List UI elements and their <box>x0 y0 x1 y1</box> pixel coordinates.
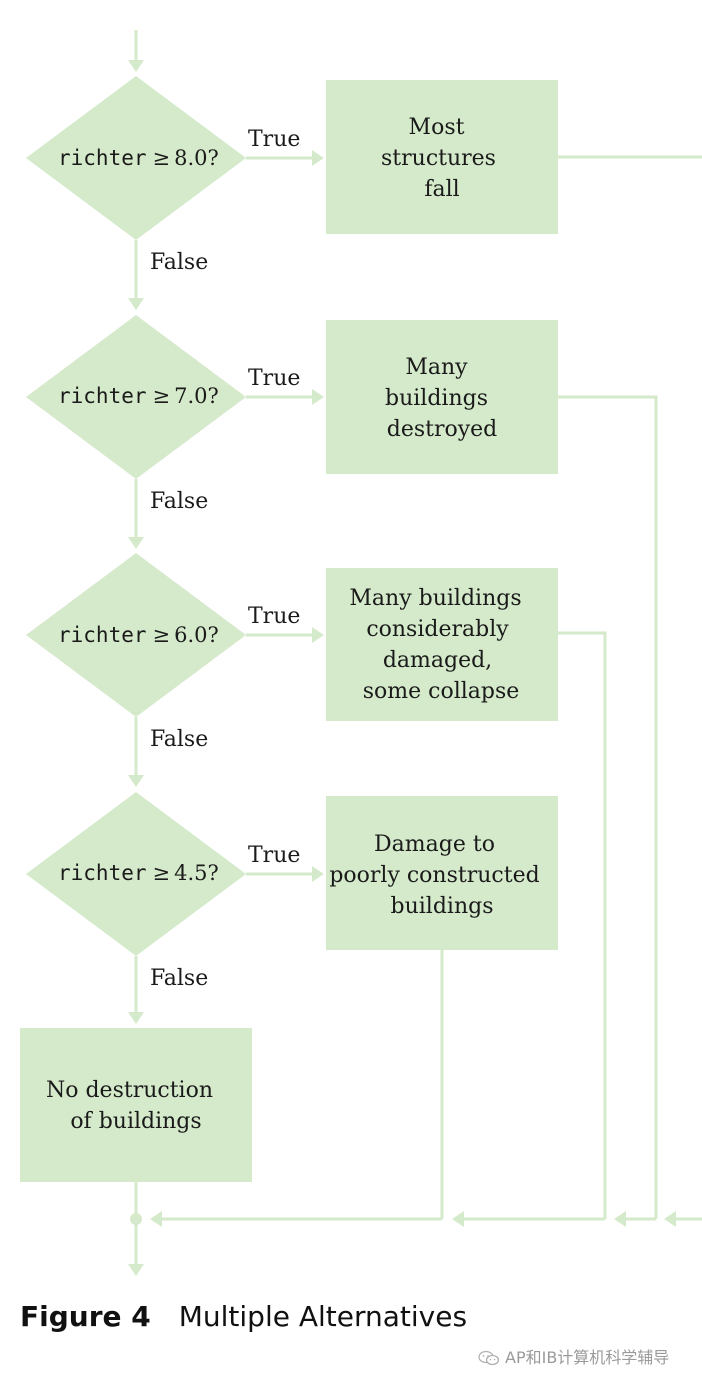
svg-text:Many buildings des: Many buildings destroyed <box>385 355 497 442</box>
true-arrowhead-4 <box>312 866 324 882</box>
decision-node-3: richter≥6.0? <box>26 553 246 717</box>
false-label-3: False <box>150 727 208 752</box>
decision-node-1: richter≥8.0? <box>26 76 246 240</box>
watermark-text: AP和IB计算机科学辅导 <box>505 1348 670 1367</box>
decision-node-2: richter≥7.0? <box>26 315 246 479</box>
false-label-1: False <box>150 250 208 275</box>
false-arrowhead-2 <box>128 537 144 549</box>
false-arrowhead-4 <box>128 1012 144 1024</box>
figure-number: Figure 4 <box>20 1300 151 1333</box>
true-arrowhead-2 <box>312 389 324 405</box>
default-outcome-box: No destruction of buildings <box>20 1028 252 1182</box>
outcome-box-2: Many buildings destroyed <box>326 320 558 474</box>
watermark: AP和IB计算机科学辅导 <box>478 1344 669 1368</box>
svg-text:richter≥8.0?: richter≥8.0? <box>58 146 219 170</box>
merge-point <box>130 1213 142 1225</box>
merge-arrowhead-3 <box>452 1211 464 1227</box>
figure-caption: Figure 4 Multiple Alternatives <box>20 1300 467 1333</box>
merge-arrowhead-1 <box>664 1211 676 1227</box>
true-arrowhead-3 <box>312 627 324 643</box>
outcome-box-1: Most structures fall <box>326 80 558 234</box>
outcome-2-exit-line <box>558 395 658 1219</box>
outcome-box-3: Many buildings considerably damaged, som… <box>326 568 558 721</box>
true-label-1: True <box>248 127 300 152</box>
svg-text:Most structures fa: Most structures fall <box>381 115 503 202</box>
merge-arrowhead-4 <box>150 1211 162 1227</box>
svg-text:No destruction of buildi: No destruction of buildings <box>46 1078 220 1134</box>
exit-arrowhead <box>128 1264 144 1276</box>
false-label-2: False <box>150 489 208 514</box>
wechat-icon <box>478 1350 500 1366</box>
true-arrowhead-1 <box>312 150 324 166</box>
outcome-3-exit-line <box>558 631 607 1219</box>
svg-text:richter≥4.5?: richter≥4.5? <box>58 861 219 885</box>
svg-text:Many buildings considera: Many buildings considerably damaged, som… <box>349 586 528 704</box>
svg-text:richter≥7.0?: richter≥7.0? <box>58 384 219 408</box>
decision-node-4: richter≥4.5? <box>26 792 246 956</box>
svg-text:Damage to poorly constru: Damage to poorly constructed buildings <box>329 832 546 919</box>
svg-text:richter≥6.0?: richter≥6.0? <box>58 623 219 647</box>
merge-arrowhead-2 <box>614 1211 626 1227</box>
entry-arrowhead <box>128 60 144 72</box>
true-label-4: True <box>248 843 300 868</box>
true-label-3: True <box>248 604 300 629</box>
outcome-box-4: Damage to poorly constructed buildings <box>326 796 558 950</box>
figure-title: Multiple Alternatives <box>178 1300 468 1333</box>
false-arrowhead-3 <box>128 775 144 787</box>
false-arrowhead-1 <box>128 298 144 310</box>
true-label-2: True <box>248 366 300 391</box>
flowchart-diagram: richter≥8.0? True Most structures fall F… <box>20 30 702 1276</box>
false-label-4: False <box>150 966 208 991</box>
